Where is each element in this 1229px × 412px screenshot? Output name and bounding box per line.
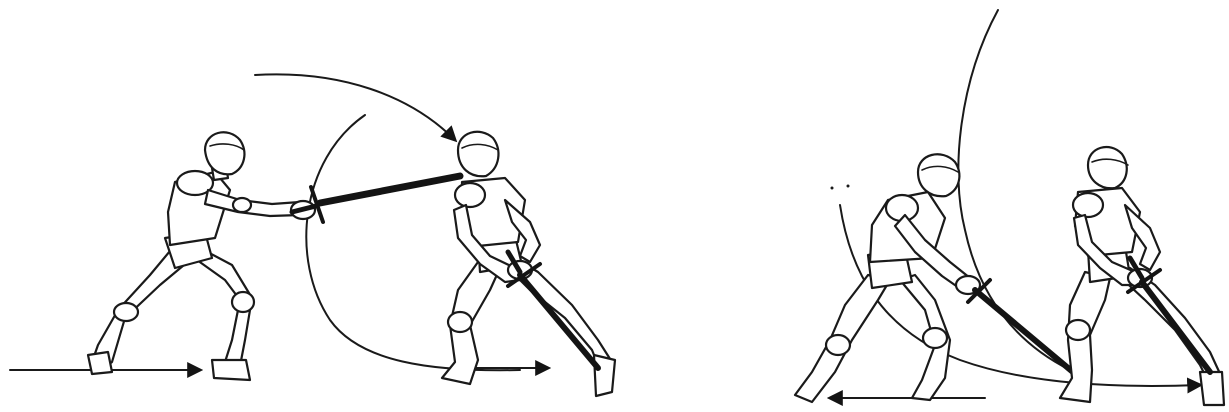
defender-right-back-knee xyxy=(1066,320,1090,340)
defender-left-back-knee xyxy=(826,335,850,355)
ink-dot xyxy=(831,187,834,190)
defender-left-longsword xyxy=(968,280,1080,378)
defender-right-front-foot xyxy=(1200,372,1224,405)
overhead-arc-arrow xyxy=(255,74,455,140)
defender-back-knee xyxy=(448,312,472,332)
attacker-sword-blade xyxy=(320,176,460,203)
attacker-head xyxy=(205,132,244,174)
attacker-back-foot xyxy=(88,352,112,374)
defender-left-sword-blade xyxy=(975,290,1080,378)
attacker-front-foot xyxy=(212,360,250,380)
defender-left-head xyxy=(918,154,959,196)
defender-shoulder xyxy=(455,183,485,207)
defender-right-shoulder xyxy=(1073,193,1103,217)
left-panel xyxy=(10,74,615,396)
defender-head xyxy=(458,132,498,176)
attacker-back-knee xyxy=(114,303,138,321)
defender-right-sword-blade xyxy=(1142,282,1210,372)
attacker-front-knee xyxy=(232,292,254,312)
defender-left-figure xyxy=(795,154,980,402)
attacker-elbow xyxy=(233,198,251,212)
defender-right-longsword xyxy=(1128,258,1210,372)
defender-left-front-knee xyxy=(923,328,947,348)
tall-sweep-arc xyxy=(958,10,1070,370)
ink-dot xyxy=(847,185,850,188)
attacker-longsword xyxy=(292,176,460,222)
defender-front-foot xyxy=(594,355,615,396)
defender-right-head xyxy=(1088,147,1127,188)
defender-sword-blade xyxy=(520,275,598,368)
right-panel xyxy=(795,10,1224,405)
attacker-figure xyxy=(88,132,315,380)
